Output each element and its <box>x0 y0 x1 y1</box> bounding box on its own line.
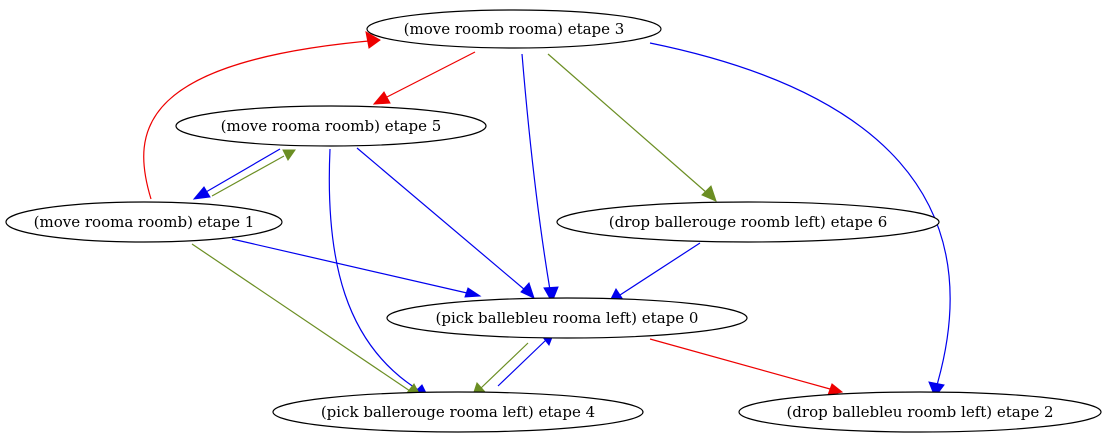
node-move-rooma-roomb-etape-5[interactable]: (move rooma roomb) etape 5 <box>175 105 487 147</box>
edge-line <box>480 342 529 389</box>
node-ellipse <box>556 201 940 243</box>
nodes-layer: (move roomb rooma) etape 3 (move rooma r… <box>5 9 1102 433</box>
node-move-rooma-roomb-etape-1[interactable]: (move rooma roomb) etape 1 <box>5 201 283 243</box>
edge-line <box>205 148 281 193</box>
edge-arrowhead <box>282 149 296 161</box>
edge-arrowhead <box>372 91 391 105</box>
node-ellipse <box>738 391 1102 433</box>
node-label: (drop ballerouge roomb left) etape 6 <box>609 213 888 231</box>
node-drop-ballebleu-roomb-left-etape-2[interactable]: (drop ballebleu roomb left) etape 2 <box>738 391 1102 433</box>
edge-e3-0 <box>521 53 559 304</box>
edge-line <box>521 53 551 291</box>
edge-arrowhead <box>520 282 535 299</box>
edge-e0-2 <box>649 338 844 396</box>
edge-e1-4 <box>191 243 422 398</box>
edge-line <box>649 42 951 386</box>
node-drop-ballerouge-roomb-left-etape-6[interactable]: (drop ballerouge roomb left) etape 6 <box>556 201 940 243</box>
node-label: (move rooma roomb) etape 5 <box>221 117 442 135</box>
node-move-roomb-rooma-etape-3[interactable]: (move roomb rooma) etape 3 <box>366 9 662 49</box>
edge-line <box>211 155 285 197</box>
edge-e3-6 <box>547 53 717 202</box>
edge-line <box>143 39 381 200</box>
edge-line <box>328 148 421 392</box>
edge-arrowhead <box>192 186 211 200</box>
node-ellipse <box>386 297 748 339</box>
node-ellipse <box>175 105 487 147</box>
edge-arrowhead <box>365 31 381 49</box>
edge-e1-0 <box>231 238 482 298</box>
edge-line <box>649 338 831 390</box>
edge-e1-5 <box>211 149 296 197</box>
edge-e3-2 <box>649 42 951 399</box>
node-pick-ballerouge-rooma-left-etape-4[interactable]: (pick ballerouge rooma left) etape 4 <box>272 391 644 433</box>
edge-line <box>191 243 411 392</box>
node-label: (drop ballebleu roomb left) etape 2 <box>786 403 1053 421</box>
edge-line <box>231 238 468 294</box>
edge-line <box>356 147 526 291</box>
edge-e3-5 <box>372 51 476 105</box>
edge-arrowhead <box>928 381 945 399</box>
node-ellipse <box>366 9 662 49</box>
node-ellipse <box>272 391 644 433</box>
node-label: (pick ballebleu rooma left) etape 0 <box>436 309 699 327</box>
node-label: (move roomb rooma) etape 3 <box>404 20 625 38</box>
edge-arrowhead <box>464 287 482 298</box>
node-ellipse <box>5 201 283 243</box>
edge-e5-1 <box>192 148 281 200</box>
edge-e5-0 <box>356 147 535 299</box>
edge-arrowhead <box>701 185 717 202</box>
edge-line <box>384 51 476 99</box>
edge-e6-0 <box>609 242 701 302</box>
edge-e0-4 <box>472 342 529 396</box>
edge-arrowhead <box>543 286 559 304</box>
node-label: (move rooma roomb) etape 1 <box>34 213 255 231</box>
edge-e1-3 <box>143 31 381 200</box>
edge-e4-0 <box>497 331 555 387</box>
node-pick-ballebleu-rooma-left-etape-0[interactable]: (pick ballebleu rooma left) etape 0 <box>386 297 748 339</box>
node-label: (pick ballerouge rooma left) etape 4 <box>321 403 595 421</box>
edge-line <box>619 242 701 296</box>
edge-line <box>547 53 708 194</box>
edge-line <box>497 339 547 387</box>
edge-arrowhead <box>827 383 844 396</box>
